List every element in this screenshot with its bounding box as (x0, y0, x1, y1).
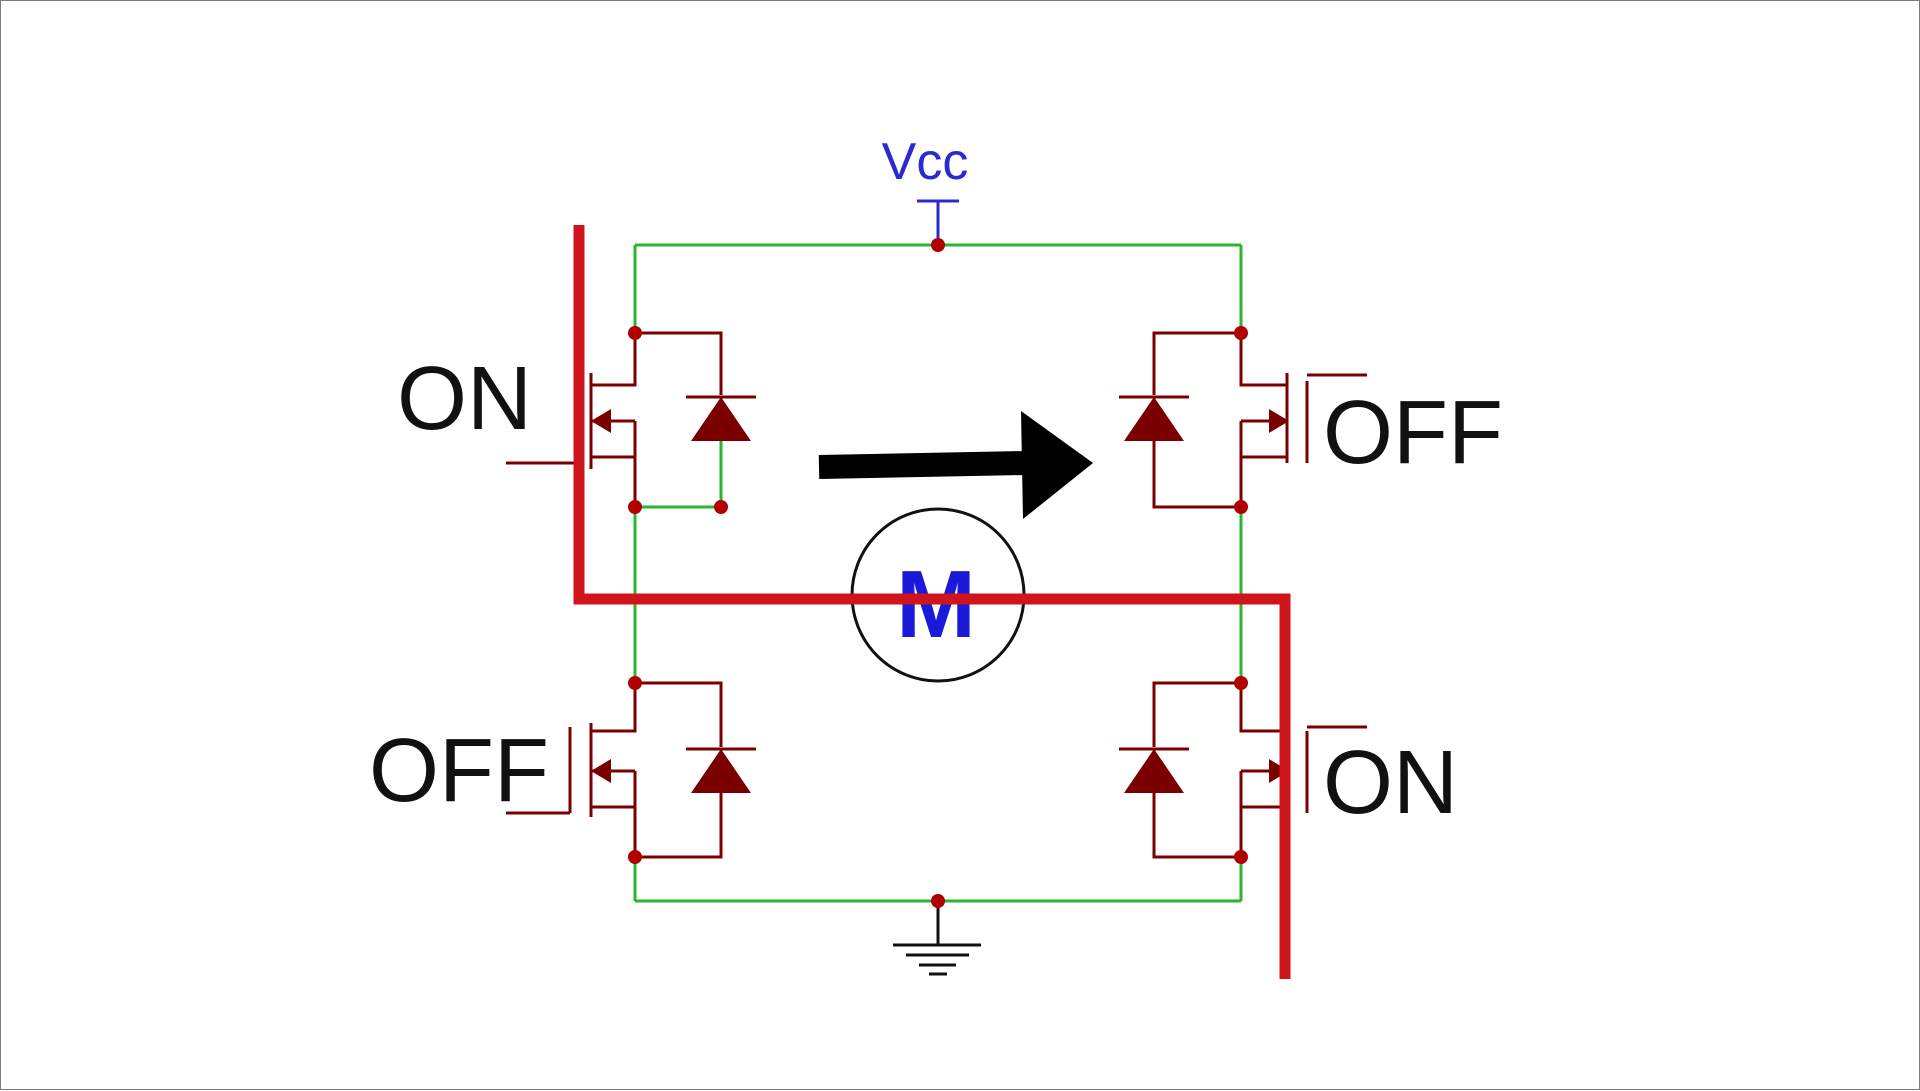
vcc-label: Vcc (882, 133, 969, 191)
switch-top-right-label: OFF (1323, 383, 1503, 483)
ground-symbol (893, 901, 981, 976)
mosfet-top-right (1119, 331, 1367, 509)
switch-bottom-right-label: ON (1323, 733, 1458, 833)
switch-top-left-label: ON (397, 349, 532, 449)
junction-dots (628, 238, 1248, 908)
mosfet-top-left (506, 331, 756, 507)
vcc-supply: Vcc (882, 133, 969, 245)
mosfet-bottom-left (506, 681, 756, 859)
current-direction-arrow (818, 411, 1093, 519)
mosfet-bottom-right (1119, 681, 1367, 859)
current-path (573, 225, 1291, 979)
switch-bottom-left-label: OFF (369, 721, 549, 821)
